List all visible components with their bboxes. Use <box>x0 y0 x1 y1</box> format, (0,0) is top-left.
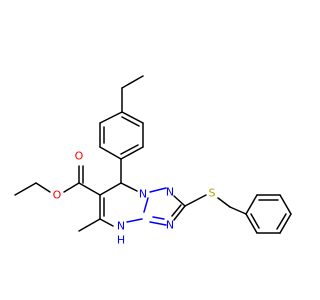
ester-group <box>14 165 101 196</box>
sulfur-label: S <box>209 187 216 200</box>
nh-nitrogen-label: N <box>117 220 125 233</box>
triazole-ring <box>149 187 186 226</box>
ester-oxygen-label: O <box>53 189 62 202</box>
dihydropyrimidine-ring <box>99 182 149 227</box>
benzylthio-group <box>184 194 247 215</box>
n3-label: N <box>166 219 174 232</box>
nh-hydrogen-label: H <box>117 234 125 247</box>
molecule-structure: O O N N N N H S <box>0 0 300 300</box>
methyl-group <box>78 218 101 232</box>
n2-label: N <box>166 186 174 199</box>
ethyl-group <box>121 75 144 113</box>
n1-label: N <box>139 188 147 201</box>
ethylphenyl-ring <box>99 111 144 160</box>
benzyl-phenyl-ring <box>245 194 292 234</box>
carbonyl-oxygen-label: O <box>75 150 84 163</box>
background <box>0 0 300 300</box>
